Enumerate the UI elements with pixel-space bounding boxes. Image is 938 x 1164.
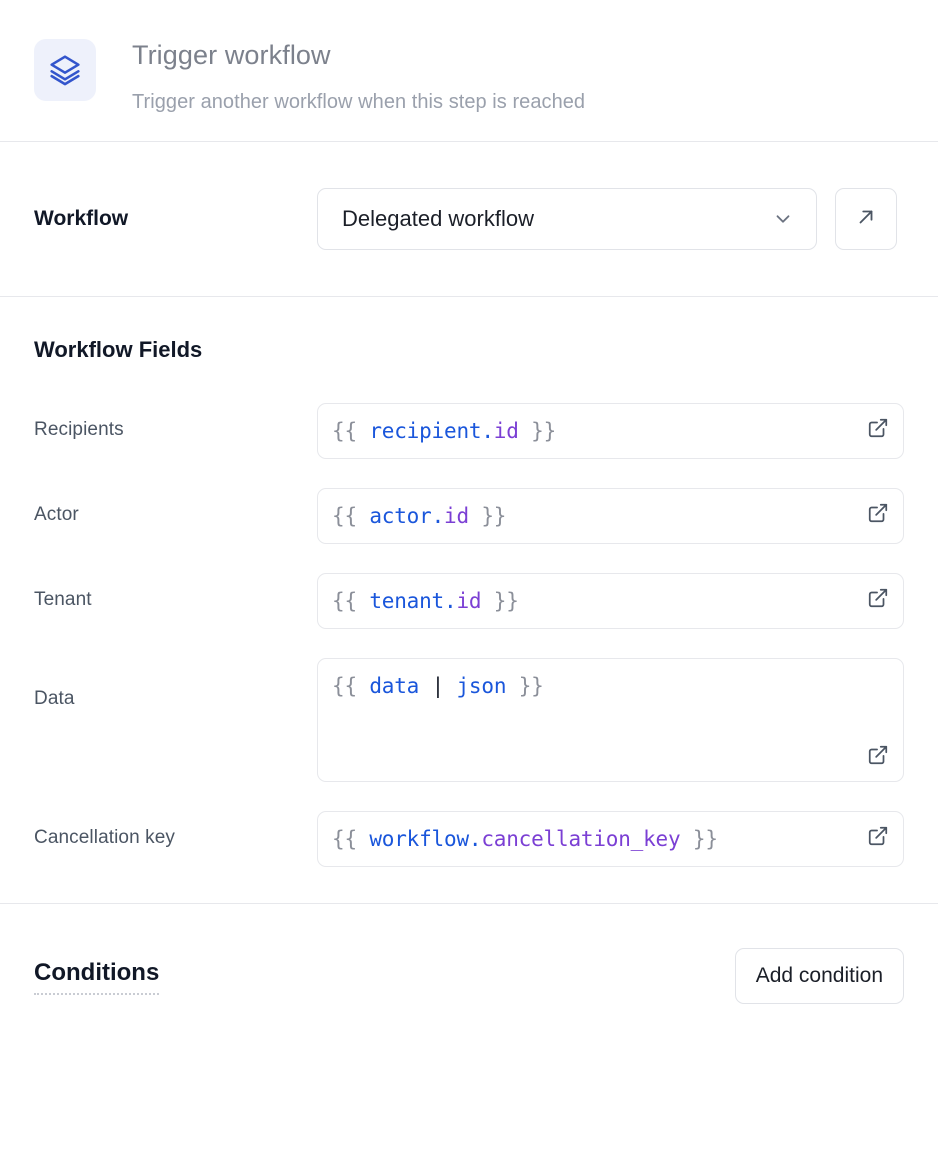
field-label: Tenant (34, 589, 92, 610)
workflow-field-row: Data {{ data | json }} (34, 658, 904, 782)
workflow-field-row: Tenant {{ tenant.id }} (34, 573, 904, 629)
page-subtitle: Trigger another workflow when this step … (132, 91, 586, 113)
workflow-field-row: Recipients {{ recipient.id }} (34, 403, 904, 459)
field-code-input[interactable]: {{ workflow.cancellation_key }} (317, 811, 904, 867)
layers-stack-icon (34, 39, 96, 101)
external-link-icon[interactable] (867, 502, 889, 524)
workflow-select-value: Delegated workflow (342, 206, 534, 231)
arrow-up-right-icon (855, 206, 877, 233)
workflow-label: Workflow (34, 207, 129, 230)
workflow-section: Workflow Delegated workflow (0, 142, 938, 296)
field-code-text: {{ recipient.id }} (332, 419, 557, 443)
field-label: Actor (34, 504, 79, 525)
field-code-input[interactable]: {{ recipient.id }} (317, 403, 904, 459)
page-title: Trigger workflow (132, 40, 331, 70)
divider-fields (0, 903, 938, 904)
open-workflow-button[interactable] (835, 188, 897, 250)
field-label: Data (34, 688, 75, 709)
chevron-down-icon (772, 208, 794, 230)
field-code-input[interactable]: {{ actor.id }} (317, 488, 904, 544)
field-code-input[interactable]: {{ tenant.id }} (317, 573, 904, 629)
workflow-fields-list: Recipients {{ recipient.id }} Actor {{ acto… (34, 403, 904, 867)
field-code-text: {{ workflow.cancellation_key }} (332, 827, 718, 851)
external-link-icon[interactable] (867, 744, 889, 766)
field-code-input[interactable]: {{ data | json }} (317, 658, 904, 782)
external-link-icon[interactable] (867, 825, 889, 847)
conditions-section: Conditions Add condition (0, 904, 938, 1004)
field-label: Recipients (34, 419, 124, 440)
add-condition-button[interactable]: Add condition (734, 948, 904, 1004)
workflow-fields-title: Workflow Fields (34, 337, 203, 362)
header-text-block: Trigger workflow Trigger another workflo… (132, 36, 585, 115)
conditions-title: Conditions (34, 958, 160, 995)
external-link-icon[interactable] (867, 587, 889, 609)
field-code-text: {{ actor.id }} (332, 504, 507, 528)
field-code-text: {{ tenant.id }} (332, 589, 519, 613)
divider-workflow (0, 296, 938, 297)
workflow-fields-section: Workflow Fields Recipients {{ recipient.i… (0, 297, 938, 903)
divider-header (0, 141, 938, 142)
panel-header: Trigger workflow Trigger another workflo… (0, 0, 938, 141)
workflow-field-row: Actor {{ actor.id }} (34, 488, 904, 544)
field-code-text: {{ data | json }} (332, 674, 544, 698)
field-label: Cancellation key (34, 827, 176, 848)
external-link-icon[interactable] (867, 417, 889, 439)
workflow-select[interactable]: Delegated workflow (317, 188, 817, 250)
workflow-field-row: Cancellation key {{ workflow.cancellation… (34, 811, 904, 867)
